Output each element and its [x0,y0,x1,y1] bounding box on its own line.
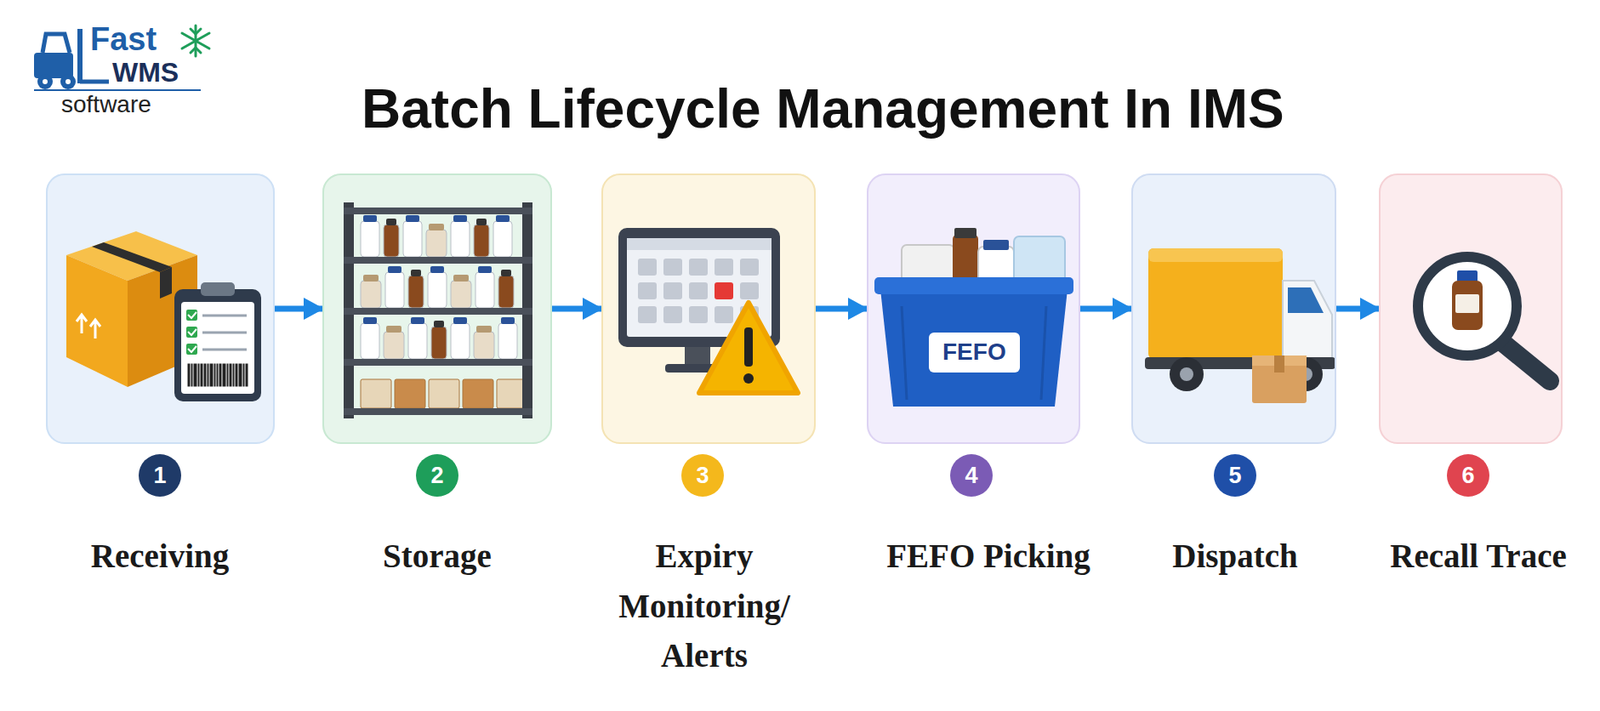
step-number-circle: 5 [1213,454,1257,497]
truck-icon [1144,248,1336,404]
step-number: 4 [964,462,978,490]
panel-ground [866,173,1081,445]
flow-arrow [1080,306,1132,313]
step-number-circle: 6 [1446,454,1490,497]
shelf-rack [343,202,533,419]
step-label: Expiry Monitoring/ Alerts [592,531,816,682]
logo-text: WMS [112,57,179,88]
step-number-circle: 4 [950,454,993,497]
panel-ground [601,173,816,445]
step-number-circle: 3 [681,454,724,497]
page-title: Batch Lifecycle Management In IMS [361,78,1285,142]
bin-icon [874,227,1074,407]
stage-panel: Storage [322,173,553,445]
panel-ground [1131,173,1337,445]
step-number-circle: 1 [138,454,182,497]
stage-panel: Expiry Monitoring/ Alerts [601,173,816,445]
step-number: 2 [430,462,444,490]
step-label: Receiving [91,531,229,582]
bin-tag: FEFO [928,332,1020,373]
stage-panel: FEFO Picking [866,173,1081,445]
logo-snowflake [182,25,210,57]
panel-ground [1378,173,1563,445]
step-number: 5 [1228,462,1242,490]
clipboard-icon [174,282,262,402]
step-number: 3 [695,462,709,490]
logo-text: software [61,91,152,119]
flow-arrow [815,306,867,313]
logo-text: Fast [90,22,157,58]
stage-panel: Recall Trace [1378,173,1563,445]
magnifier-icon [1417,256,1550,382]
step-number: 1 [153,462,166,490]
step-label: Dispatch [1172,531,1298,582]
step-number: 6 [1461,462,1475,490]
panel-ground [45,173,275,445]
panel-ground [322,173,553,445]
flow-arrow [552,306,602,313]
step-number-circle: 2 [415,454,459,497]
step-label: FEFO Picking [886,531,1090,582]
step-label: Recall Trace [1389,531,1567,582]
stage-panel: Dispatch [1131,173,1337,445]
step-label: Storage [382,531,492,582]
stage-panel: Receiving [45,173,275,445]
warning-icon [699,302,798,393]
flow-arrow [274,306,323,313]
logo-underline [34,89,201,92]
flow-arrow [1336,306,1379,313]
